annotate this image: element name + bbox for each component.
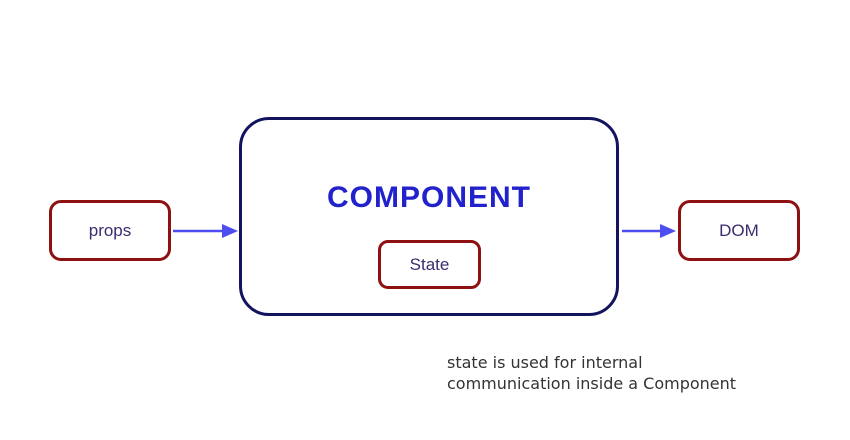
caption-line-1: state is used for internal — [447, 353, 643, 372]
arrow-props-to-component-head-icon — [222, 224, 238, 238]
arrow-component-to-dom-head-icon — [660, 224, 676, 238]
node-props: props — [49, 200, 171, 261]
caption-line-2: communication inside a Component — [447, 374, 737, 393]
node-state: State — [378, 240, 481, 289]
node-component: COMPONENT State — [239, 117, 619, 316]
caption: state is used for internal communication… — [447, 352, 736, 394]
component-title: COMPONENT — [327, 181, 531, 214]
node-dom-label: DOM — [719, 220, 759, 240]
node-dom: DOM — [678, 200, 800, 261]
node-state-label: State — [409, 254, 450, 274]
node-props-label: props — [88, 220, 132, 240]
